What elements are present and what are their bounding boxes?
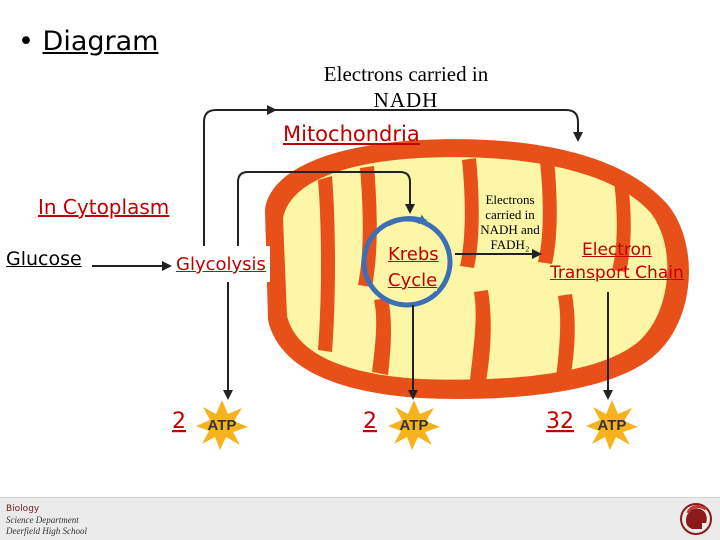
footer-subject: Biology — [6, 504, 39, 514]
spartan-helmet-icon — [678, 501, 714, 537]
atp-count-glycolysis: 2 — [172, 409, 186, 434]
cytoplasm-label: In Cytoplasm — [38, 195, 169, 219]
electrons-label-line1: Electrons — [485, 192, 534, 207]
krebs-label-line1: Krebs — [388, 244, 439, 265]
etc-label-line2: Transport Chain — [550, 263, 684, 283]
electrons-label-line2: carried in — [485, 207, 535, 222]
electrons-label-line4: FADH₂ — [491, 237, 530, 252]
footer-bar: Biology Science Department Deerfield Hig… — [0, 497, 720, 540]
atp-count-etc: 32 — [546, 409, 574, 434]
footer-school: Deerfield High School — [6, 526, 87, 536]
atp-label-2: ATP — [400, 417, 429, 434]
mitochondria-label: Mitochondria — [283, 122, 420, 146]
footer-department: Science Department — [6, 515, 79, 525]
glucose-label: Glucose — [6, 248, 82, 270]
etc-label-line1: Electron — [582, 240, 652, 260]
electrons-label-line3: NADH and — [480, 222, 540, 237]
glycolysis-label: Glycolysis — [176, 254, 266, 275]
atp-count-krebs: 2 — [363, 409, 377, 434]
nadh-label-line2: NADH — [296, 88, 516, 113]
atp-label-3: ATP — [598, 417, 627, 434]
nadh-label-line1: Electrons carried in — [296, 62, 516, 87]
atp-label-1: ATP — [208, 417, 237, 434]
krebs-label-line2: Cycle — [388, 270, 437, 291]
